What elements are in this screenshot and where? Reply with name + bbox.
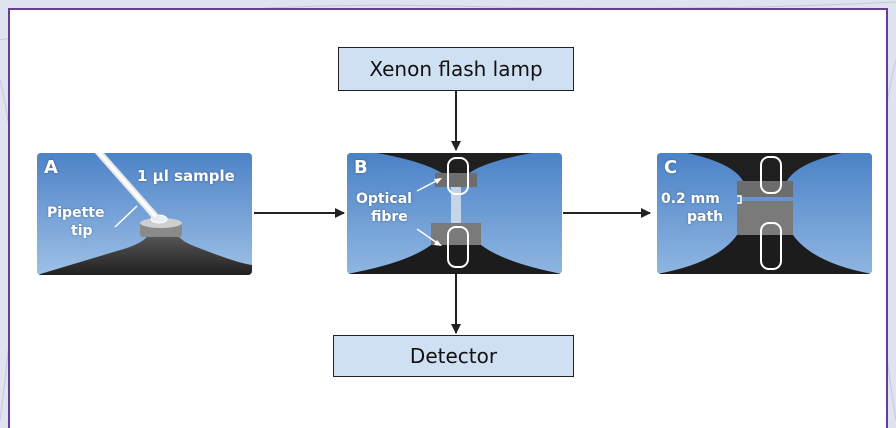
panel-a-photo: A 1 µl sample Pipette tip [37, 153, 252, 275]
panel-b-letter: B [354, 157, 368, 178]
panel-c-illustration [657, 153, 872, 274]
xenon-lamp-box: Xenon flash lamp [338, 47, 574, 91]
pipette-label-line2: tip [71, 223, 93, 239]
detector-box: Detector [333, 335, 574, 377]
path-length-label-line1: 0.2 mm [661, 191, 720, 207]
path-length-label-line2: path [687, 209, 724, 225]
panel-b-illustration [347, 153, 562, 274]
panel-c-photo: C 0.2 mm path [657, 153, 872, 274]
optical-fibre-label-line1: Optical [356, 191, 412, 207]
sample-label: 1 µl sample [137, 167, 235, 185]
pipette-label-line1: Pipette [47, 205, 105, 221]
detector-label: Detector [409, 344, 498, 368]
panel-c-letter: C [664, 157, 678, 178]
panel-a-illustration [37, 153, 252, 275]
panel-b-photo: B Optical fibre [347, 153, 562, 274]
optical-fibre-label-line2: fibre [371, 209, 408, 225]
pipette-pointer-line [114, 205, 138, 228]
xenon-lamp-label: Xenon flash lamp [369, 57, 543, 81]
panel-a-letter: A [44, 157, 58, 178]
